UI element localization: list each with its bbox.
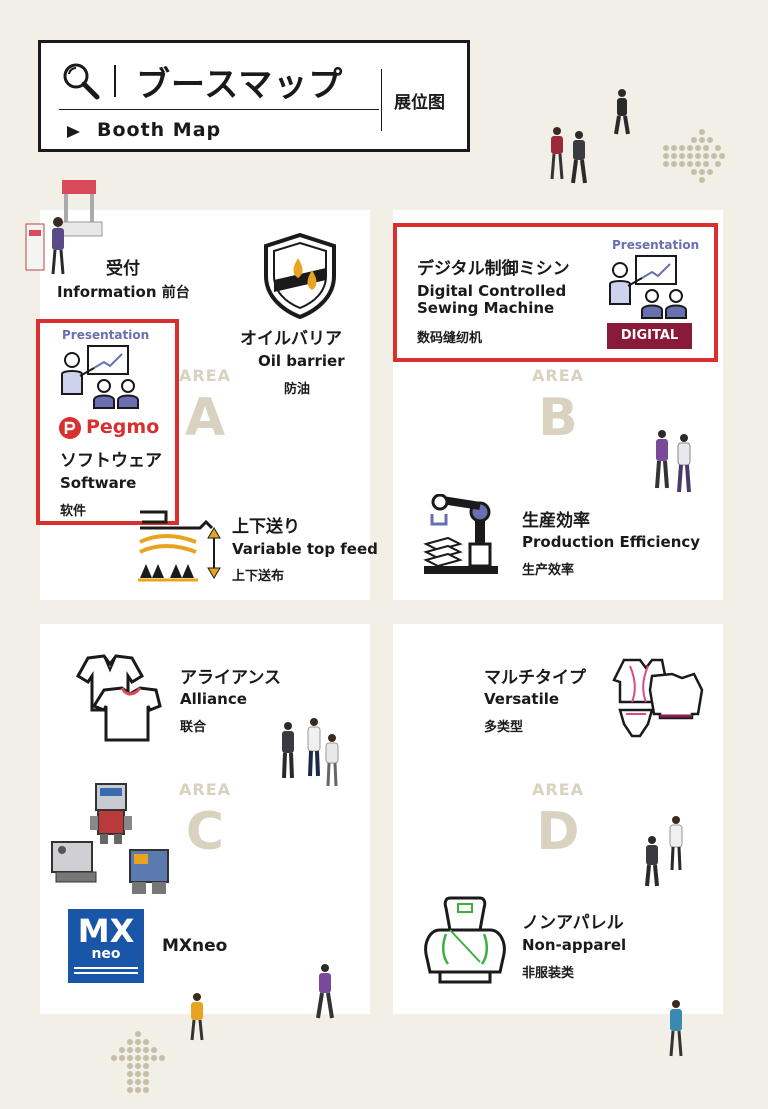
digital-sewing-title: デジタル制御ミシン <box>417 259 570 279</box>
software-cn: 软件 <box>60 504 87 519</box>
software-en: Software <box>60 474 137 492</box>
top-feed-en: Variable top feed <box>232 540 378 558</box>
software-presentation-label: Presentation <box>62 328 150 342</box>
person-walking-icon <box>312 962 338 1022</box>
shirts-icon <box>70 654 162 742</box>
arrow-right-icon <box>67 126 80 138</box>
car-seat-icon <box>420 894 510 986</box>
person-walking-icon <box>664 998 688 1060</box>
page-title-cn: 展位图 <box>394 93 445 113</box>
multi-cn: 多类型 <box>484 720 524 735</box>
mxneo-logo-top: MX <box>77 912 135 950</box>
presentation-icon <box>606 254 692 320</box>
reception-desk-icon <box>24 178 104 278</box>
digital-sewing-highlight-box[interactable] <box>393 223 718 362</box>
header-divider-2 <box>381 69 382 131</box>
person-walking-icon <box>610 88 634 136</box>
top-feed-icon <box>136 508 226 582</box>
area-c-letter: C <box>185 802 225 862</box>
pegmo-logo: Pegmo <box>86 416 160 438</box>
page-subtitle: Booth Map <box>97 119 222 141</box>
alliance-title: アライアンス <box>180 668 281 688</box>
mxneo-name: MXneo <box>162 936 228 956</box>
efficiency-cn: 生产效率 <box>522 563 575 578</box>
header-rule <box>59 109 379 110</box>
oil-barrier-cn: 防油 <box>284 382 311 397</box>
area-b-label: AREA <box>531 366 584 385</box>
efficiency-en: Production Efficiency <box>522 533 701 551</box>
robot-arm-icon <box>420 494 502 576</box>
digital-sewing-en-2: Sewing Machine <box>417 299 555 317</box>
pegmo-logo-icon <box>58 416 82 440</box>
software-title: ソフトウェア <box>60 451 162 471</box>
reception-en: Information 前台 <box>57 283 190 301</box>
top-feed-cn: 上下送布 <box>232 569 285 584</box>
efficiency-title: 生産効率 <box>522 511 590 531</box>
area-d-letter: D <box>536 802 580 862</box>
dotted-arrow-up-icon <box>108 1030 168 1094</box>
people-walking-icon <box>545 125 595 185</box>
presentation-icon <box>58 344 144 410</box>
oil-barrier-title: オイルバリア <box>240 329 342 349</box>
area-a-label: AREA <box>178 366 231 385</box>
page-title: ブースマップ <box>136 65 344 105</box>
header-divider <box>114 65 116 97</box>
software-highlight-box[interactable] <box>36 319 179 525</box>
garments-icon <box>612 656 704 740</box>
top-feed-title: 上下送り <box>232 517 300 537</box>
people-group-icon <box>278 716 342 788</box>
nonapparel-en: Non-apparel <box>522 936 627 954</box>
nonapparel-title: ノンアパレル <box>522 913 624 933</box>
area-b-letter: B <box>538 388 578 448</box>
area-a-letter: A <box>184 388 226 448</box>
logo-stripe <box>74 972 138 974</box>
nonapparel-cn: 非服装类 <box>522 966 575 981</box>
digital-sewing-en-1: Digital Controlled <box>417 282 567 300</box>
oil-shield-icon <box>262 232 338 320</box>
digital-presentation-label: Presentation <box>612 238 700 252</box>
machines-illustration-icon <box>48 780 178 900</box>
alliance-cn: 联合 <box>180 720 207 735</box>
people-talking-icon <box>650 428 698 494</box>
multi-title: マルチタイプ <box>484 668 586 688</box>
alliance-en: Alliance <box>180 690 247 708</box>
dotted-arrow-icon <box>660 128 726 184</box>
logo-stripe <box>74 967 138 969</box>
area-d-label: AREA <box>531 780 584 799</box>
digital-logo: DIGITAL <box>607 323 692 349</box>
page-header: ブースマップ Booth Map <box>38 40 470 152</box>
person-walking-icon <box>186 992 208 1042</box>
mxneo-logo-bottom: neo <box>91 946 121 962</box>
multi-en: Versatile <box>484 690 560 708</box>
reception-title: 受付 <box>106 259 140 279</box>
oil-barrier-en: Oil barrier <box>258 352 345 370</box>
magnifier-icon <box>61 61 101 101</box>
digital-sewing-cn: 数码缝纫机 <box>417 331 483 346</box>
area-c-label: AREA <box>178 780 231 799</box>
people-talking-icon <box>640 814 688 888</box>
mxneo-logo: MX neo <box>68 909 144 983</box>
